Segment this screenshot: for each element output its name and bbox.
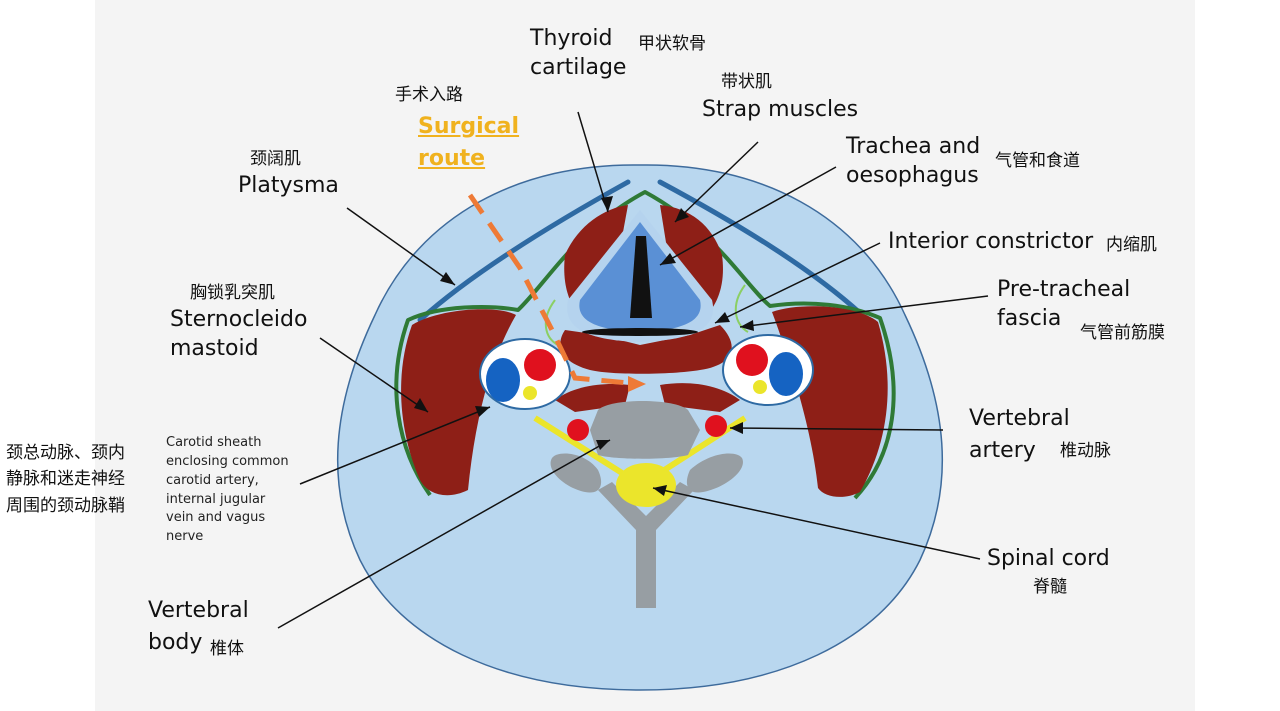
sternocleidomastoid-label-cn: 胸锁乳突肌 bbox=[190, 283, 275, 303]
scm-line-1: Sternocleido bbox=[170, 307, 308, 332]
pretracheal-fascia-label-en: Pre-tracheal fascia bbox=[997, 276, 1130, 333]
arrowhead-carotid bbox=[475, 406, 490, 417]
thyroid-cartilage-label-cn: 甲状软骨 bbox=[638, 34, 706, 54]
investing-fascia bbox=[394, 190, 896, 500]
arrowhead-strap bbox=[675, 208, 689, 222]
thyroid-line-2: cartilage bbox=[530, 54, 627, 80]
arrowhead-vertebral-artery bbox=[730, 422, 743, 434]
tracheal-lumen bbox=[630, 236, 652, 318]
leader-pretracheal bbox=[739, 295, 989, 328]
carotid-en-line-5: vein and vagus bbox=[166, 510, 266, 526]
internal-jugular-vein-right bbox=[769, 352, 803, 396]
surgical-route-arrowhead bbox=[628, 376, 646, 392]
vagus-nerve-left bbox=[523, 386, 537, 400]
nerve-branch-left bbox=[533, 415, 632, 481]
carotid-en-line-2: enclosing common bbox=[166, 453, 289, 469]
arrowhead-thyroid bbox=[601, 196, 613, 212]
surgical-route-label-cn: 手术入路 bbox=[395, 85, 463, 105]
spinous-process bbox=[598, 482, 694, 608]
surgical-route-label-en: Surgical route bbox=[418, 111, 519, 175]
pretracheal-line-1: Pre-tracheal bbox=[997, 277, 1131, 302]
strap-muscles-label-cn: 带状肌 bbox=[721, 72, 772, 92]
carotid-cn-line-1: 颈总动脉、颈内 bbox=[6, 443, 125, 463]
vertebral-body-label-en: Vertebral body bbox=[148, 595, 249, 659]
vagus-nerve-right bbox=[753, 380, 767, 394]
arrowhead-vertebral-body bbox=[596, 440, 610, 450]
surgical-line-1: Surgical bbox=[418, 114, 520, 139]
carotid-en-line-1: Carotid sheath bbox=[166, 435, 262, 450]
common-carotid-artery-right bbox=[736, 344, 768, 376]
carotid-en-line-4: internal jugular bbox=[166, 491, 266, 507]
arrowhead-trachea bbox=[660, 253, 676, 265]
vertebral-artery-right bbox=[705, 415, 727, 437]
vertebral-artery-label-en: Vertebral artery bbox=[969, 403, 1070, 467]
arrowhead-scm bbox=[414, 398, 428, 412]
vertebral-artery-line-2: artery bbox=[969, 437, 1036, 463]
trachea-line-2: oesophagus bbox=[846, 162, 979, 188]
vertebral-body bbox=[590, 401, 700, 459]
vertebral-body-label-cn: 椎体 bbox=[210, 639, 244, 659]
strap-muscles-label-en: Strap muscles bbox=[702, 97, 859, 122]
transverse-process-right bbox=[686, 453, 743, 493]
platysma-label-cn: 颈阔肌 bbox=[250, 149, 301, 169]
vertebral-body-line-1: Vertebral bbox=[148, 598, 249, 623]
trachea-oesophagus-label-en: Trachea and oesophagus bbox=[846, 133, 980, 190]
arrowhead-constrictor bbox=[715, 312, 730, 323]
carotid-cn-line-3: 周围的颈动脉鞘 bbox=[6, 495, 125, 516]
spinal-cord-label-en: Spinal cord bbox=[987, 546, 1110, 571]
leader-lines bbox=[277, 111, 989, 629]
carotid-sheath-label-en: Carotid sheath enclosing common carotid … bbox=[166, 434, 289, 547]
leader-vertebral-body bbox=[277, 439, 611, 629]
pretracheal-fascia-label-cn: 气管前筋膜 bbox=[1080, 323, 1165, 343]
prevertebral-muscle-right bbox=[660, 383, 740, 412]
arrowhead-pretracheal bbox=[740, 320, 754, 331]
platysma-label-en: Platysma bbox=[238, 173, 339, 198]
leader-carotid bbox=[299, 406, 491, 485]
carotid-cn-line-2: 静脉和迷走神经 bbox=[6, 469, 125, 490]
leader-scm bbox=[319, 337, 429, 413]
pretracheal-line-2: fascia bbox=[997, 305, 1062, 331]
thyroid-line-1: Thyroid bbox=[530, 26, 613, 51]
leader-spinal-cord bbox=[652, 487, 981, 560]
surgical-line-2: route bbox=[418, 145, 486, 171]
nerve-branch-right bbox=[650, 415, 747, 481]
carotid-sheath-label-cn: 颈总动脉、颈内 静脉和迷走神经 周围的颈动脉鞘 bbox=[6, 440, 125, 519]
thyroid-cartilage-label-en: Thyroid cartilage bbox=[530, 25, 626, 82]
trachea-oesophagus-label-cn: 气管和食道 bbox=[995, 151, 1080, 171]
common-carotid-artery-left bbox=[524, 349, 556, 381]
pretracheal-fascia-left bbox=[544, 299, 559, 346]
internal-jugular-vein-left bbox=[486, 358, 520, 402]
platysma-right bbox=[657, 179, 863, 316]
interior-constrictor-label-cn: 内缩肌 bbox=[1106, 235, 1157, 255]
trachea-line-1: Trachea and bbox=[846, 134, 981, 159]
leader-constrictor bbox=[714, 242, 881, 324]
sternocleidomastoid-label-en: Sternocleido mastoid bbox=[170, 306, 307, 363]
leader-thyroid bbox=[577, 111, 609, 213]
leader-trachea bbox=[659, 166, 837, 266]
interior-constrictor-label-en: Interior constrictor bbox=[888, 229, 1094, 254]
transverse-process-left bbox=[550, 453, 602, 493]
leader-platysma bbox=[346, 207, 456, 286]
leader-vertebral-artery bbox=[729, 427, 944, 431]
vertebral-artery-label-cn: 椎动脉 bbox=[1060, 441, 1111, 461]
spinal-cord bbox=[616, 463, 676, 507]
oesophagus-lumen bbox=[582, 328, 698, 336]
arrowhead-spinal-cord bbox=[653, 485, 667, 496]
spinal-cord-label-cn: 脊髓 bbox=[1033, 577, 1067, 597]
vertebral-artery-left bbox=[567, 419, 589, 441]
carotid-en-line-6: nerve bbox=[166, 529, 204, 545]
vertebral-body-line-2: body bbox=[148, 629, 203, 655]
leader-arrowheads bbox=[414, 196, 754, 496]
vertebral-artery-line-1: Vertebral bbox=[969, 406, 1070, 431]
arrowhead-platysma bbox=[440, 272, 455, 285]
carotid-en-line-3: carotid artery, bbox=[166, 472, 259, 488]
scm-line-2: mastoid bbox=[170, 335, 259, 361]
leader-strap bbox=[674, 141, 759, 223]
